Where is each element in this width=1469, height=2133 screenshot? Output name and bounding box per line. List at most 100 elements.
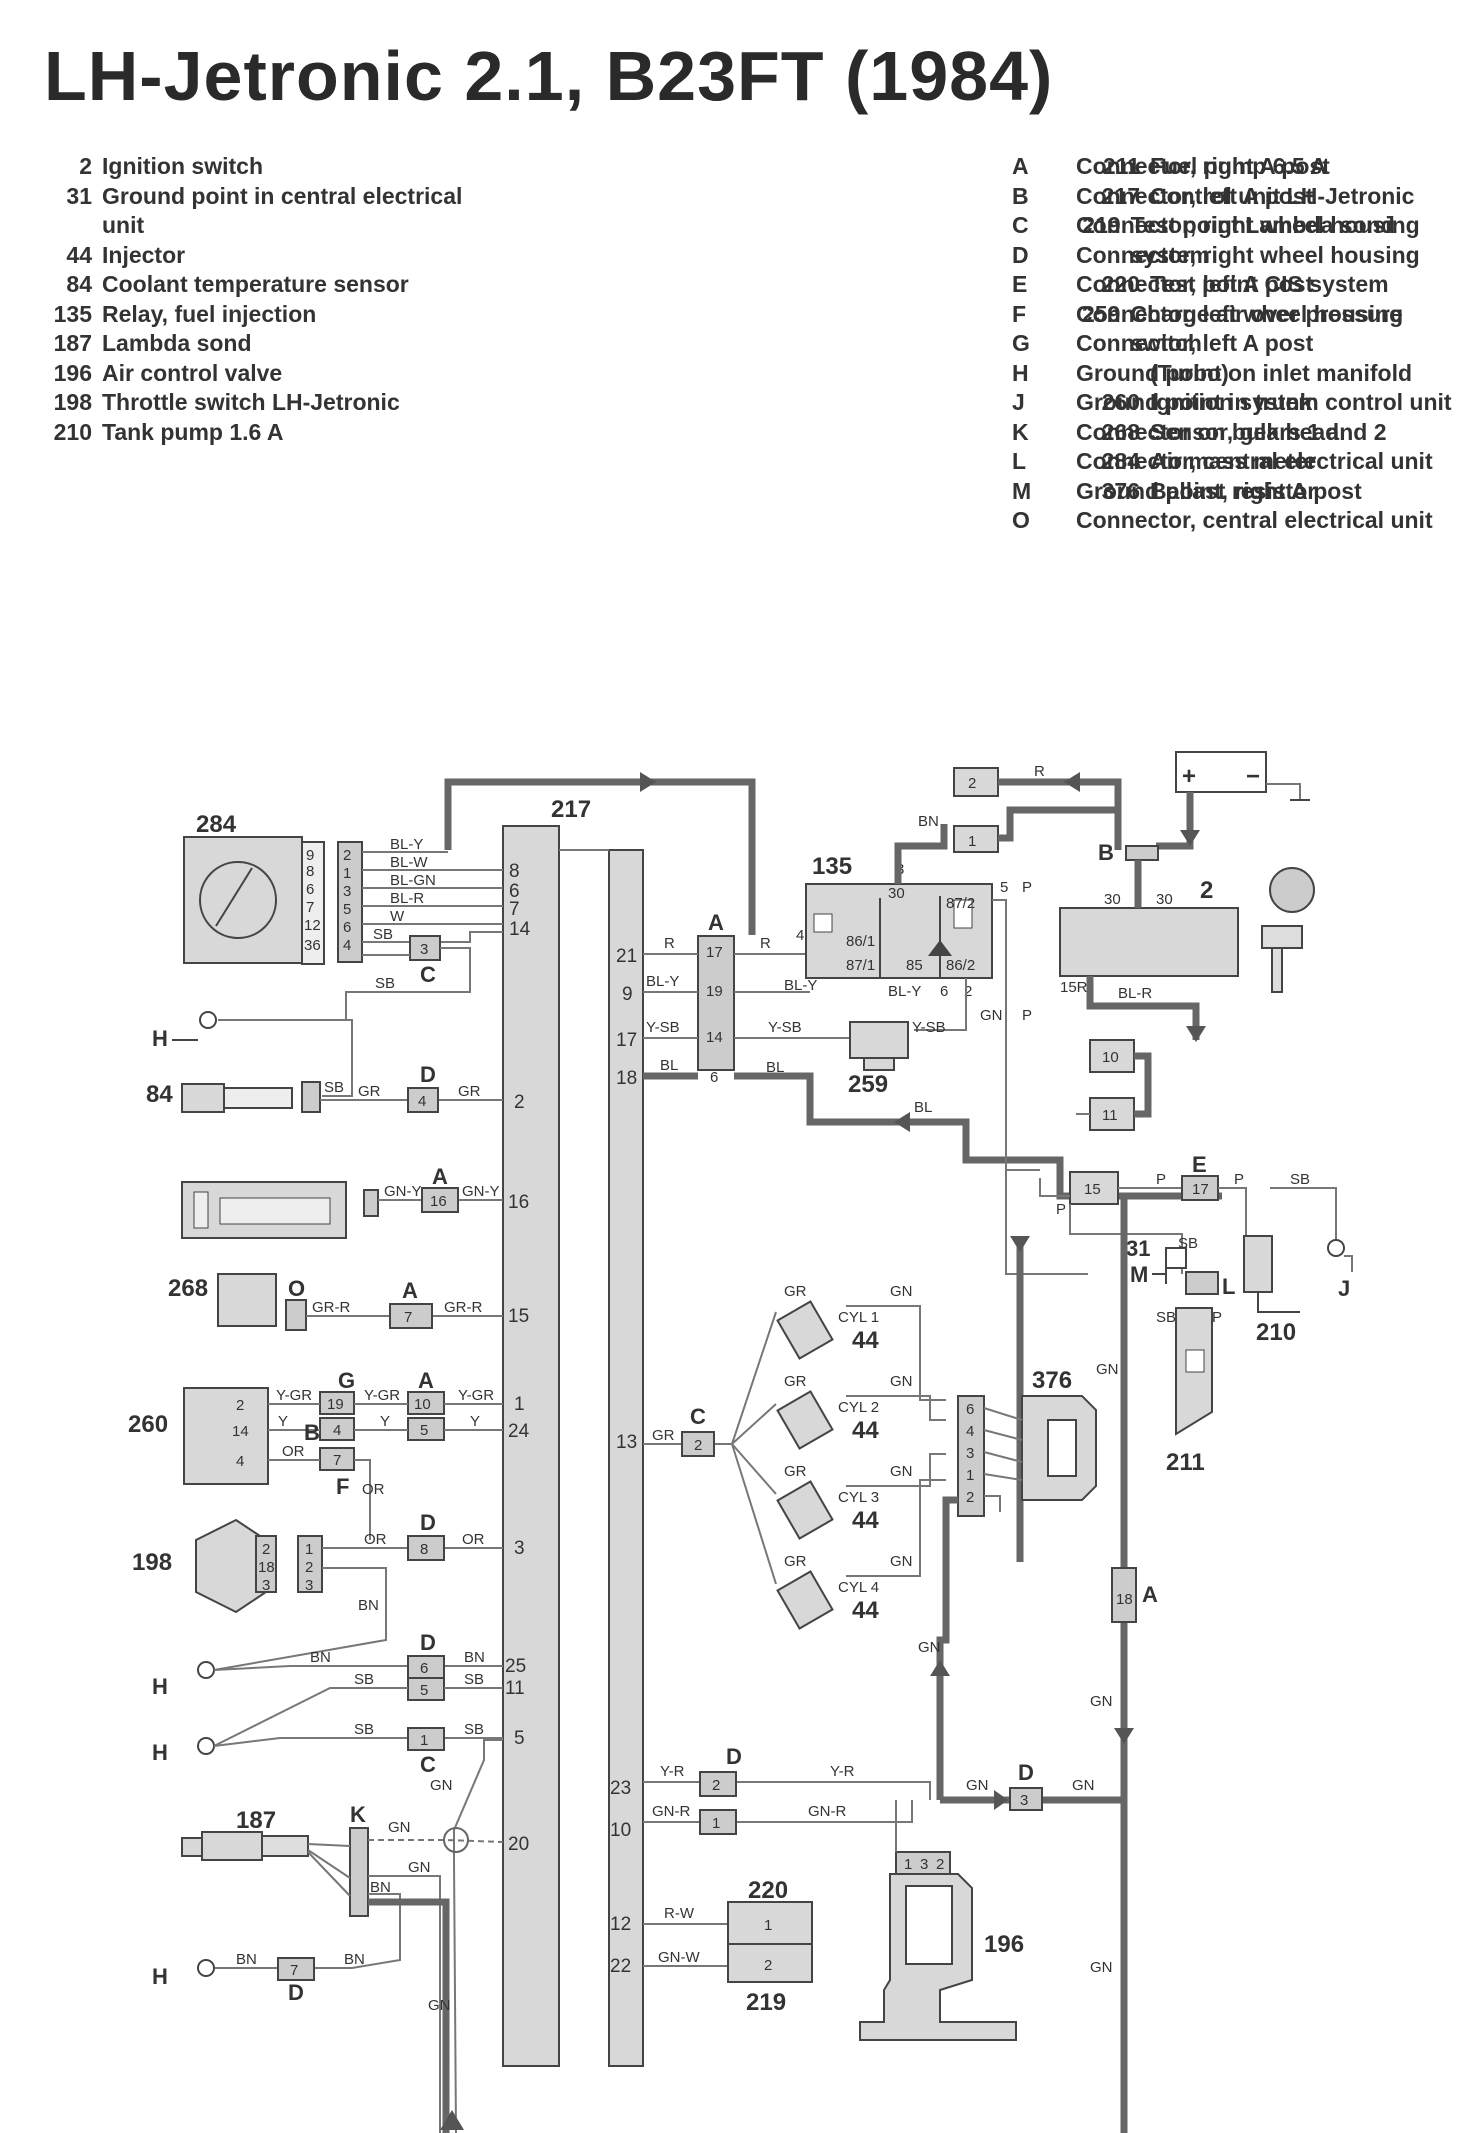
label-260: 260 — [128, 1411, 168, 1438]
wire-label-gr-7: GR — [784, 1553, 807, 1570]
legend-text: Injector — [102, 241, 186, 268]
air-control-module: 16 A GN-Y GN-Y 16 — [181, 1164, 529, 1239]
label-2: 2 — [1200, 877, 1213, 904]
legend-text: Ground point, right A post — [1076, 477, 1362, 504]
svg-text:5: 5 — [343, 901, 351, 918]
wire-label-y-1: Y — [278, 1413, 288, 1430]
wire-label-gn-r-1: GN-R — [652, 1803, 690, 1820]
svg-text:6: 6 — [420, 1660, 428, 1677]
connector-c-top: 3 C SB — [218, 935, 471, 1021]
svg-text:5: 5 — [420, 1422, 428, 1439]
legend-number: 84 — [66, 271, 92, 297]
wire-label-sb-2: SB — [375, 975, 395, 992]
conn-label-d3: D — [420, 1630, 436, 1655]
ground-j-label: J — [1338, 1276, 1350, 1301]
svg-text:25: 25 — [505, 1656, 526, 1677]
svg-text:15: 15 — [1084, 1181, 1101, 1198]
svg-text:12: 12 — [610, 1914, 631, 1935]
svg-text:11: 11 — [1102, 1107, 1118, 1124]
svg-text:22: 22 — [610, 1956, 631, 1977]
arrow-gn-right — [1114, 1728, 1134, 1744]
conn-label-f: F — [336, 1474, 349, 1499]
ground-h-label-1: H — [152, 1026, 168, 1051]
wire-label-sb-10: SB — [1156, 1309, 1176, 1326]
arrow-bl — [894, 1112, 910, 1132]
connector-d-lower: 2 1 D Y-R Y-R GN-R GN-R 3 D GN GN — [643, 1744, 1124, 1835]
svg-text:20: 20 — [508, 1834, 529, 1855]
svg-text:3: 3 — [920, 1856, 928, 1873]
svg-text:6: 6 — [306, 881, 314, 898]
relay-pin-6: 6 — [940, 983, 948, 1000]
svg-text:4: 4 — [418, 1093, 426, 1110]
label-217: 217 — [551, 796, 591, 823]
relay-pin-86-1: 86/1 — [846, 933, 875, 950]
conn-label-a5: A — [1142, 1582, 1158, 1607]
conn-label-d2: D — [420, 1510, 436, 1535]
svg-text:1: 1 — [712, 1815, 720, 1832]
svg-text:2: 2 — [712, 1777, 720, 1794]
ground-h-label-3: H — [152, 1740, 168, 1765]
conn-label-d5: D — [726, 1744, 742, 1769]
ign-pin-15r: 15R — [1060, 979, 1088, 996]
wire-label-gr-6: GR — [784, 1463, 807, 1480]
relay-pin-5: 5 — [1000, 879, 1008, 896]
legend-text: Control unit LH-Jetronic — [1150, 182, 1415, 209]
arrow-gn-mid — [1010, 1236, 1030, 1252]
legend-text: Connector, central electrical unit — [1076, 507, 1433, 533]
svg-text:14: 14 — [509, 919, 531, 940]
svg-text:19: 19 — [327, 1396, 344, 1413]
conn-label-b2: B — [1098, 840, 1114, 865]
legend-number: 196 — [53, 359, 92, 386]
wire-label-y-sb-3: Y-SB — [912, 1019, 946, 1036]
label-44-2: 44 — [852, 1417, 879, 1444]
conn-label-a4: A — [708, 910, 724, 935]
relay-pin-85: 85 — [906, 957, 923, 974]
legend-text: Fuel pump 6.5 A — [1150, 153, 1327, 179]
legend-number: 210 — [53, 418, 92, 445]
wire-label-bn-3: BN — [464, 1649, 485, 1666]
wire-label-gn-10: GN — [890, 1373, 913, 1390]
legend-number: K — [1012, 418, 1029, 445]
arrow-d3 — [994, 1790, 1008, 1810]
injector-cyl2: CYL 2 44 GR GN — [776, 1373, 913, 1450]
gear-sensor-268: 268 O 7 A GR-R GR-R 15 — [168, 1273, 529, 1331]
relay-pin-87-1: 87/1 — [846, 957, 875, 974]
svg-text:3: 3 — [343, 883, 351, 900]
ground-h-label-4: H — [152, 1964, 168, 1989]
svg-text:17: 17 — [706, 944, 723, 961]
svg-text:4: 4 — [236, 1453, 244, 1470]
wire-label-gn-7: GN — [1090, 1693, 1113, 1710]
cyl2-label: CYL 2 — [838, 1399, 879, 1416]
wire-label-gn-6: GN — [1096, 1361, 1119, 1378]
conn-label-m: M — [1130, 1262, 1148, 1287]
wire-label-r-1: R — [664, 935, 675, 952]
wire-label-bl-2: BL — [766, 1059, 784, 1076]
svg-text:9: 9 — [622, 984, 633, 1005]
wire-label-bl-y-2: BL-Y — [646, 973, 679, 990]
ign-pin-30b: 30 — [1156, 891, 1173, 908]
ground-h-label-2: H — [152, 1674, 168, 1699]
wire-label-y-sb-2: Y-SB — [768, 1019, 802, 1036]
wire-label-sb-9: SB — [1178, 1235, 1198, 1252]
wire-label-gn-12: GN — [890, 1553, 913, 1570]
arrow-r — [1064, 772, 1080, 792]
wire-label-y-3: Y — [470, 1413, 480, 1430]
svg-text:10: 10 — [414, 1396, 431, 1413]
control-unit-right-pins: 21 9 17 18 13 23 10 12 22 — [610, 946, 637, 1977]
wire-label-bl-w: BL-W — [390, 854, 428, 871]
wire-label-gr-r-2: GR-R — [444, 1299, 482, 1316]
